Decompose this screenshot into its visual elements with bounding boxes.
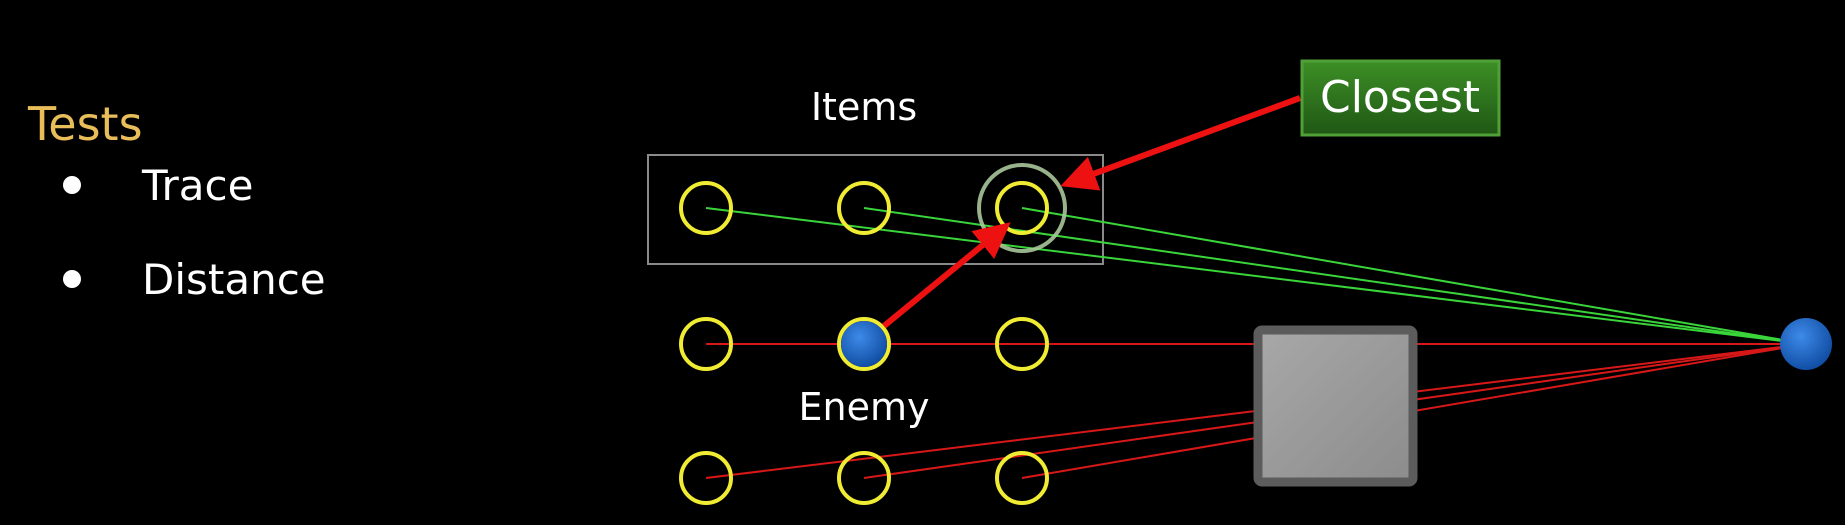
passed-traces bbox=[705, 207, 1807, 345]
test-point bbox=[679, 181, 733, 235]
test-point bbox=[995, 451, 1049, 505]
bullet-dot-icon bbox=[63, 176, 81, 194]
test-point bbox=[837, 451, 891, 505]
obstacle-block bbox=[1253, 325, 1418, 487]
tests-heading: Tests bbox=[28, 97, 143, 151]
test-point bbox=[837, 317, 891, 371]
trace-line bbox=[1021, 207, 1807, 345]
querier-marker bbox=[1780, 318, 1832, 370]
bullet-distance-label: Distance bbox=[142, 255, 326, 304]
bullet-trace-label: Trace bbox=[142, 161, 254, 210]
trace-line bbox=[863, 207, 1807, 345]
trace-line bbox=[705, 207, 1807, 345]
closest-callout-box bbox=[1300, 59, 1501, 137]
bullet-dot-icon bbox=[63, 270, 81, 288]
closest-highlight-ring bbox=[977, 163, 1067, 253]
closest-callout-arrow bbox=[1060, 95, 1302, 191]
test-points bbox=[679, 181, 1049, 505]
test-point bbox=[995, 317, 1049, 371]
items-group-box bbox=[647, 154, 1104, 265]
tests-panel: Tests Trace Distance bbox=[0, 0, 560, 525]
test-point bbox=[679, 451, 733, 505]
distance-arrow bbox=[882, 222, 1011, 329]
test-point bbox=[837, 181, 891, 235]
items-label: Items bbox=[811, 85, 917, 129]
enemy-label: Enemy bbox=[799, 385, 930, 429]
test-point bbox=[679, 317, 733, 371]
enemy-marker bbox=[841, 321, 887, 367]
closest-label: Closest bbox=[1320, 72, 1480, 123]
test-point bbox=[995, 181, 1049, 235]
